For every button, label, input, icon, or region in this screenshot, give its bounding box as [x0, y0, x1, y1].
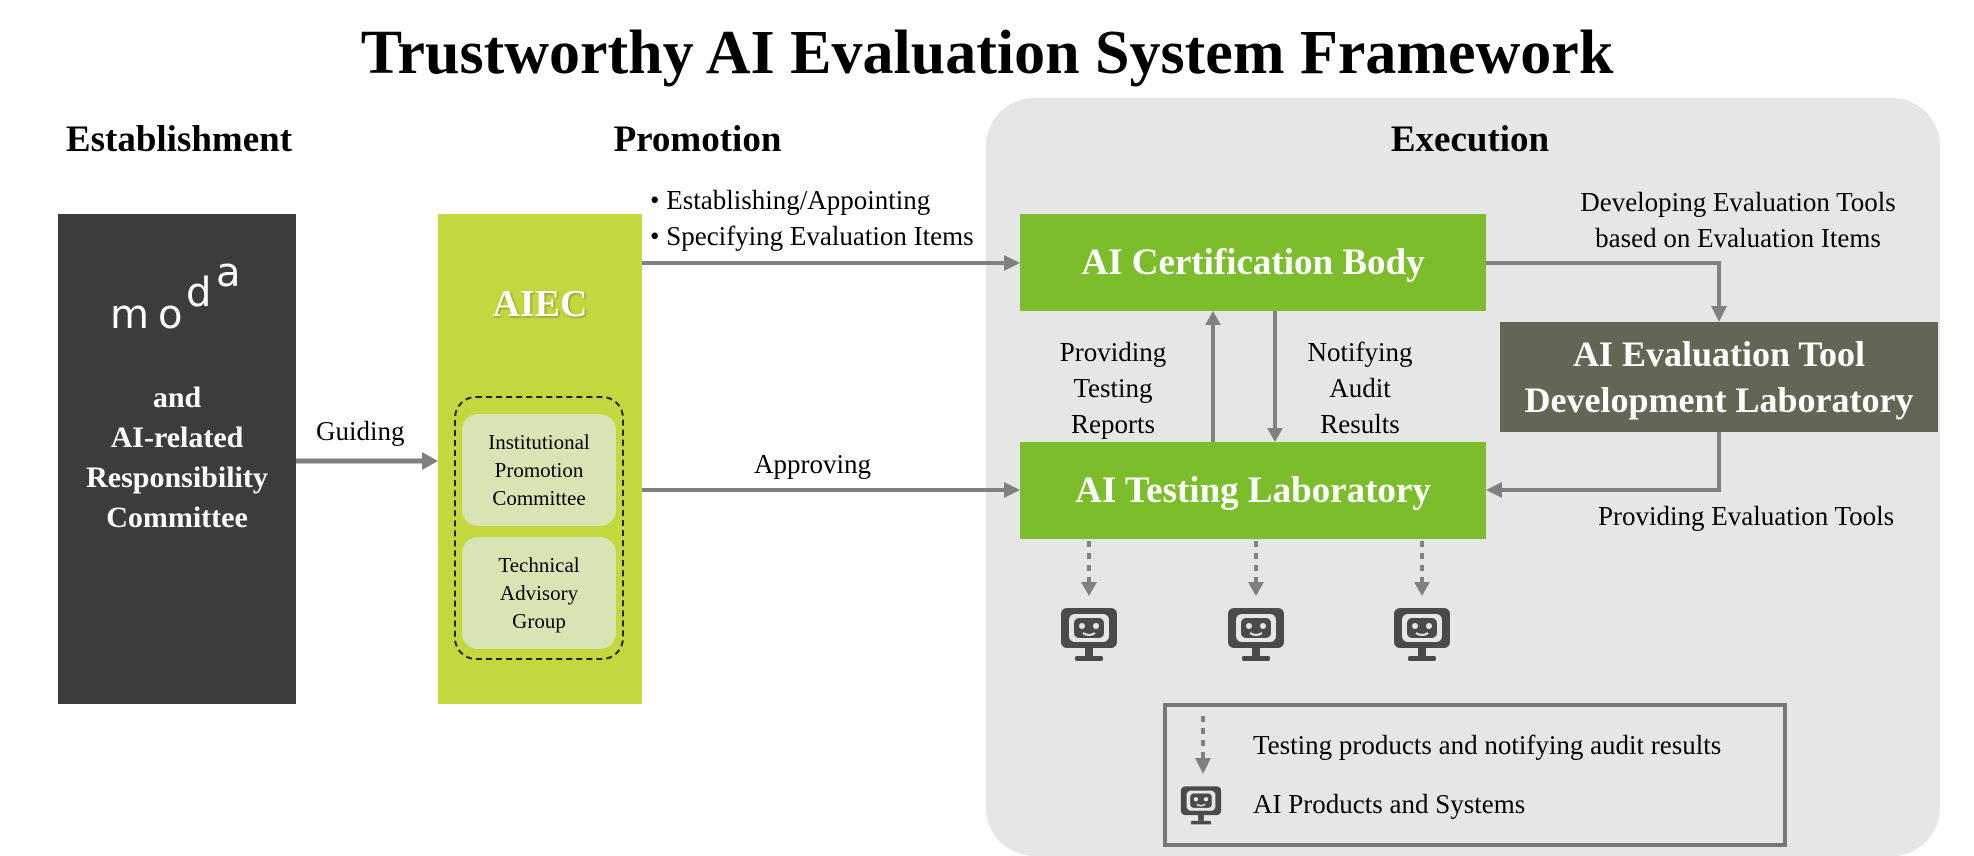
group-line: Institutional [488, 430, 590, 454]
label-line: Providing [1059, 337, 1167, 367]
establishment-box [58, 214, 296, 704]
ai-evaluation-tool-development-laboratory: AI Evaluation Tool Development Laborator… [1500, 322, 1938, 432]
approving-label: Approving [754, 449, 871, 479]
label-line: Developing Evaluation Tools [1580, 187, 1896, 217]
page-title: Trustworthy AI Evaluation System Framewo… [360, 19, 1614, 87]
establishment-line: Responsibility [86, 461, 268, 494]
providing-tools-arrow-head [1486, 482, 1502, 498]
establishment-line: and [152, 381, 202, 414]
legend-label-testing: Testing products and notifying audit res… [1253, 730, 1722, 760]
providing-tools-label: Providing Evaluation Tools [1598, 501, 1895, 531]
bullet-icon: • [650, 221, 667, 251]
providing-testing-reports-label: Providing Testing Reports [1040, 334, 1186, 442]
notifying-results-arrow-head [1267, 428, 1283, 442]
ai-testing-laboratory: AI Testing Laboratory [1020, 442, 1486, 539]
approving-arrow-head [1004, 482, 1020, 498]
guiding-label: Guiding [316, 416, 405, 446]
dotted-arrow-head [1081, 582, 1097, 596]
robot-monitor-icon [1180, 786, 1222, 825]
guiding-arrow-head [422, 452, 438, 470]
moda-logo-a: a [216, 256, 241, 296]
technical-advisory-group: Technical Advisory Group [462, 537, 616, 649]
bullet-text: Specifying Evaluation Items [666, 221, 974, 251]
providing-tools-arrow [1500, 432, 1721, 492]
legend-label-products: AI Products and Systems [1253, 789, 1526, 819]
bullet-icon: • [650, 185, 667, 215]
group-line: Technical [498, 553, 580, 577]
dotted-arrow-head [1248, 582, 1264, 596]
label-line: Results [1320, 409, 1400, 439]
moda-logo-o: o [158, 292, 182, 336]
group-line: Advisory [499, 581, 579, 605]
group-line: Promotion [494, 458, 584, 482]
bullet-text: Establishing/Appointing [666, 185, 931, 215]
notifying-audit-results-label: Notifying Audit Results [1288, 334, 1432, 442]
developing-tools-label: Developing Evaluation Tools based on Eva… [1548, 184, 1928, 256]
robot-monitor-icon [1228, 608, 1284, 661]
heading-promotion: Promotion [613, 119, 782, 160]
heading-establishment: Establishment [65, 119, 293, 160]
developing-tools-arrow [1486, 261, 1721, 308]
label-line: Testing [1073, 373, 1153, 403]
group-line: Committee [492, 486, 586, 510]
bullet-item: • Establishing/Appointing [650, 182, 1030, 218]
establishment-text: and AI-related Responsibility Committee [58, 378, 296, 538]
label-line: Audit [1329, 373, 1391, 403]
moda-logo: m o d a [110, 256, 241, 336]
dotted-arrow-icon [1195, 716, 1211, 774]
moda-logo-d: d [186, 270, 211, 316]
developing-tools-arrow-head [1711, 306, 1727, 322]
establishing-arrow-head [1004, 255, 1020, 271]
heading-execution: Execution [1390, 119, 1550, 160]
institutional-promotion-committee: Institutional Promotion Committee [462, 414, 616, 526]
tool-lab-line: AI Evaluation Tool [1572, 334, 1866, 374]
robot-monitor-icon [1394, 608, 1450, 661]
dotted-arrow-head [1414, 582, 1430, 596]
bullet-item: • Specifying Evaluation Items [650, 218, 1030, 254]
group-line: Group [512, 609, 566, 633]
providing-reports-arrow-head [1205, 311, 1221, 325]
label-line: Reports [1071, 409, 1155, 439]
promotion-bullets: • Establishing/Appointing • Specifying E… [650, 182, 1030, 254]
legend-box [1163, 703, 1787, 847]
ai-certification-body: AI Certification Body [1020, 214, 1486, 311]
establishment-line: AI-related [110, 421, 244, 454]
aiec-group-outline [454, 396, 624, 660]
moda-logo-m: m [110, 292, 153, 336]
label-line: based on Evaluation Items [1595, 223, 1881, 253]
label-line: Notifying [1307, 337, 1413, 367]
aiec-title: AIEC [492, 283, 588, 325]
establishment-line: Committee [106, 501, 248, 534]
tool-lab-line: Development Laboratory [1524, 380, 1914, 420]
robot-monitor-icon [1061, 608, 1117, 661]
